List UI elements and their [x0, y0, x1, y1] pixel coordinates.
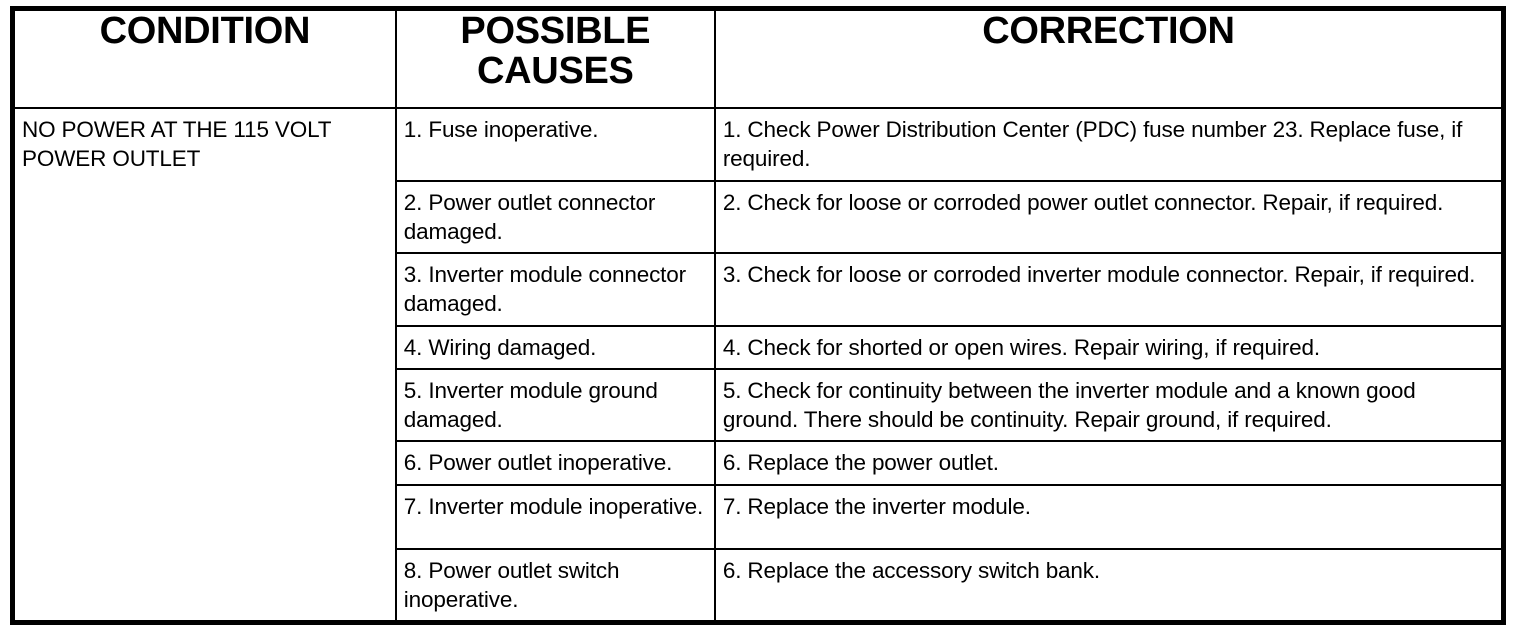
cause-cell: 3. Inverter module connector damaged. — [394, 252, 716, 327]
correction-text: 7. Replace the inverter module. — [722, 493, 1031, 519]
column-header-condition: CONDITION — [11, 7, 397, 109]
cause-text: 4. Wiring damaged. — [403, 334, 597, 360]
cause-text: 1. Fuse inoperative. — [403, 117, 599, 142]
table-row: 8. Power outlet switch inoperative. 6. R… — [13, 547, 1505, 624]
table-row: 4. Wiring damaged. 4. Check for shorted … — [13, 324, 1505, 370]
cause-cell: 4. Wiring damaged. — [394, 324, 716, 370]
table-header: CONDITION POSSIBLE CAUSES CORRECTION — [11, 7, 1505, 109]
column-header-correction: CORRECTION — [713, 7, 1505, 109]
column-header-correction-label: CORRECTION — [982, 10, 1235, 52]
cause-text: 8. Power outlet switch inoperative. — [403, 557, 620, 612]
column-header-possible-causes-label: POSSIBLE CAUSES — [460, 10, 651, 93]
correction-text: 3. Check for loose or corroded inverter … — [722, 262, 1476, 287]
correction-cell: 2. Check for loose or corroded power out… — [713, 179, 1505, 254]
correction-text: 1. Check Power Distribution Center (PDC)… — [722, 117, 1463, 172]
cause-cell: 6. Power outlet inoperative. — [394, 440, 716, 486]
cause-cell: 8. Power outlet switch inoperative. — [394, 547, 716, 624]
cause-text: 5. Inverter module ground damaged. — [403, 377, 658, 432]
correction-cell: 4. Check for shorted or open wires. Repa… — [713, 324, 1505, 370]
cause-text: 2. Power outlet connector damaged. — [403, 189, 656, 244]
correction-text: 5. Check for continuity between the inve… — [722, 377, 1416, 432]
cause-cell: 5. Inverter module ground damaged. — [394, 367, 716, 443]
table-body: NO POWER AT THE 115 VOLT POWER OUTLET 1.… — [11, 107, 1505, 624]
correction-text: 6. Replace the accessory switch bank. — [722, 557, 1100, 583]
correction-cell: 5. Check for continuity between the inve… — [713, 367, 1505, 443]
correction-text: 2. Check for loose or corroded power out… — [722, 189, 1444, 215]
column-header-possible-causes: POSSIBLE CAUSES — [394, 7, 716, 109]
cause-text: 6. Power outlet inoperative. — [403, 450, 673, 476]
correction-cell: 3. Check for loose or corroded inverter … — [713, 252, 1505, 327]
table-row: 2. Power outlet connector damaged. 2. Ch… — [13, 179, 1505, 254]
correction-cell: 6. Replace the power outlet. — [713, 440, 1505, 486]
correction-cell: 1. Check Power Distribution Center (PDC)… — [713, 107, 1505, 182]
cause-text: 7. Inverter module inoperative. — [403, 493, 704, 519]
correction-text: 4. Check for shorted or open wires. Repa… — [722, 334, 1320, 360]
correction-cell: 7. Replace the inverter module. — [713, 483, 1505, 550]
table-row: 3. Inverter module connector damaged. 3.… — [13, 252, 1505, 327]
cause-text: 3. Inverter module connector damaged. — [403, 262, 686, 317]
table-row: 7. Inverter module inoperative. 7. Repla… — [13, 483, 1505, 550]
diagnostic-table: CONDITION POSSIBLE CAUSES CORRECTION NO … — [10, 6, 1506, 625]
cause-cell: 2. Power outlet connector damaged. — [394, 179, 716, 254]
table-row: 5. Inverter module ground damaged. 5. Ch… — [13, 367, 1505, 443]
table-row: 6. Power outlet inoperative. 6. Replace … — [13, 440, 1505, 486]
table-row: NO POWER AT THE 115 VOLT POWER OUTLET 1.… — [11, 107, 1505, 624]
table-header-row: CONDITION POSSIBLE CAUSES CORRECTION — [11, 7, 1505, 109]
column-header-condition-label: CONDITION — [99, 10, 311, 52]
cause-cell: 1. Fuse inoperative. — [394, 107, 716, 182]
condition-cell: NO POWER AT THE 115 VOLT POWER OUTLET — [11, 107, 397, 624]
cause-cell: 7. Inverter module inoperative. — [394, 483, 716, 550]
condition-text: NO POWER AT THE 115 VOLT POWER OUTLET — [22, 117, 331, 172]
correction-cell: 6. Replace the accessory switch bank. — [713, 547, 1505, 624]
correction-text: 6. Replace the power outlet. — [722, 450, 999, 476]
